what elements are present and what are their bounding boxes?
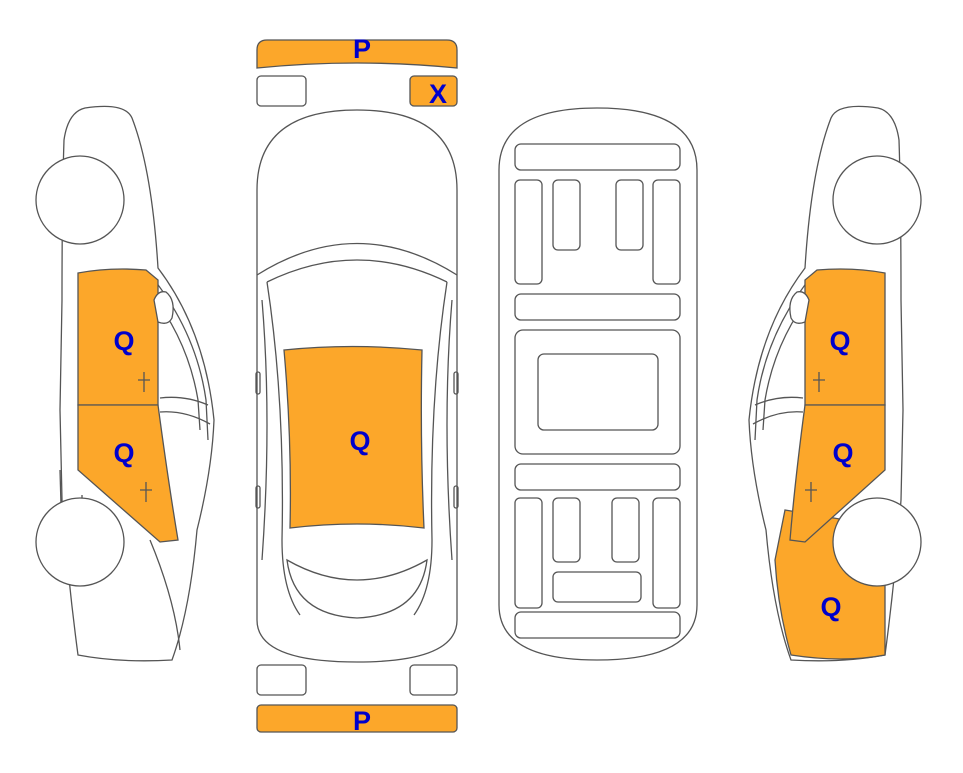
right-front-door-panel[interactable] (804, 268, 886, 406)
underside-center-plate (537, 353, 659, 431)
rear-bumper-label: P (353, 706, 371, 736)
left-rear-wheel (35, 497, 125, 587)
rear-bumper-panel[interactable] (256, 704, 458, 733)
underside-rear-center-plate (552, 571, 642, 603)
right-side-window-line (754, 271, 816, 441)
top-view-left-side-curve (261, 299, 268, 561)
right-rear-door-label: Q (832, 438, 853, 468)
underside-view (498, 107, 698, 661)
front-right-headlight-label: X (429, 79, 447, 109)
underside-outline (498, 107, 698, 661)
top-view-right-rear-mirror (453, 485, 459, 509)
left-rear-door-panel[interactable] (77, 404, 179, 543)
left-side-body-outline (59, 105, 215, 662)
left-front-door-label: Q (113, 326, 134, 356)
front-right-headlight[interactable] (409, 75, 458, 107)
top-view-windshield (256, 242, 458, 276)
hood-label: Q (349, 426, 370, 456)
underside-front-crossmember (514, 143, 681, 171)
top-view: P X Q P (255, 34, 459, 736)
top-view-windshield-inner (266, 259, 448, 283)
left-b-pillar-line (159, 396, 211, 425)
top-view-left-mirror (255, 371, 261, 395)
underside-front-right-inner (615, 179, 644, 251)
underside-rear-left-rail (514, 497, 543, 609)
underside-rear-crossmember (514, 463, 681, 491)
underside-rear-left-inner (552, 497, 581, 563)
underside-rear-end-crossmember (514, 611, 681, 639)
left-side-window-line (147, 271, 209, 441)
underside-rear-right-rail (652, 497, 681, 609)
right-rear-wheel (832, 497, 922, 587)
top-view-body-outline (256, 109, 458, 663)
rear-left-taillight[interactable] (256, 664, 307, 696)
top-view-left-rear-mirror (255, 485, 261, 509)
rear-right-taillight[interactable] (409, 664, 458, 696)
underside-mid-crossmember (514, 293, 681, 321)
right-rear-quarter-label: Q (820, 592, 841, 622)
left-rear-door-handle (140, 482, 152, 502)
underside-front-left-inner (552, 179, 581, 251)
top-view-right-mirror (453, 371, 459, 395)
left-front-door-panel[interactable] (77, 268, 159, 406)
underside-front-right-rail (652, 179, 681, 285)
underside-rear-right-inner (611, 497, 640, 563)
top-view-left-pillar (266, 281, 301, 616)
front-left-headlight[interactable] (256, 75, 307, 107)
right-side-view: Q Q Q (748, 105, 922, 662)
right-b-pillar-line (752, 396, 804, 425)
right-rear-door-handle (805, 482, 817, 502)
underside-center-frame (514, 329, 681, 455)
right-front-door-label: Q (829, 326, 850, 356)
front-bumper-label: P (353, 34, 371, 64)
right-rear-door-panel[interactable] (789, 404, 886, 543)
hood-panel[interactable] (283, 345, 425, 529)
front-bumper-panel[interactable] (256, 39, 458, 69)
left-mirror (153, 291, 174, 324)
right-side-body-outline (748, 105, 904, 662)
left-front-wheel (35, 155, 125, 245)
underside-front-left-rail (514, 179, 543, 285)
top-view-rear-window (286, 558, 428, 619)
left-side-view: Q Q (35, 105, 215, 662)
top-view-right-side-curve (446, 299, 453, 561)
right-front-wheel (832, 155, 922, 245)
left-front-door-handle (138, 372, 150, 392)
top-view-right-pillar (413, 281, 448, 616)
left-rear-door-label: Q (113, 438, 134, 468)
right-mirror (789, 291, 810, 324)
right-front-door-handle (813, 372, 825, 392)
